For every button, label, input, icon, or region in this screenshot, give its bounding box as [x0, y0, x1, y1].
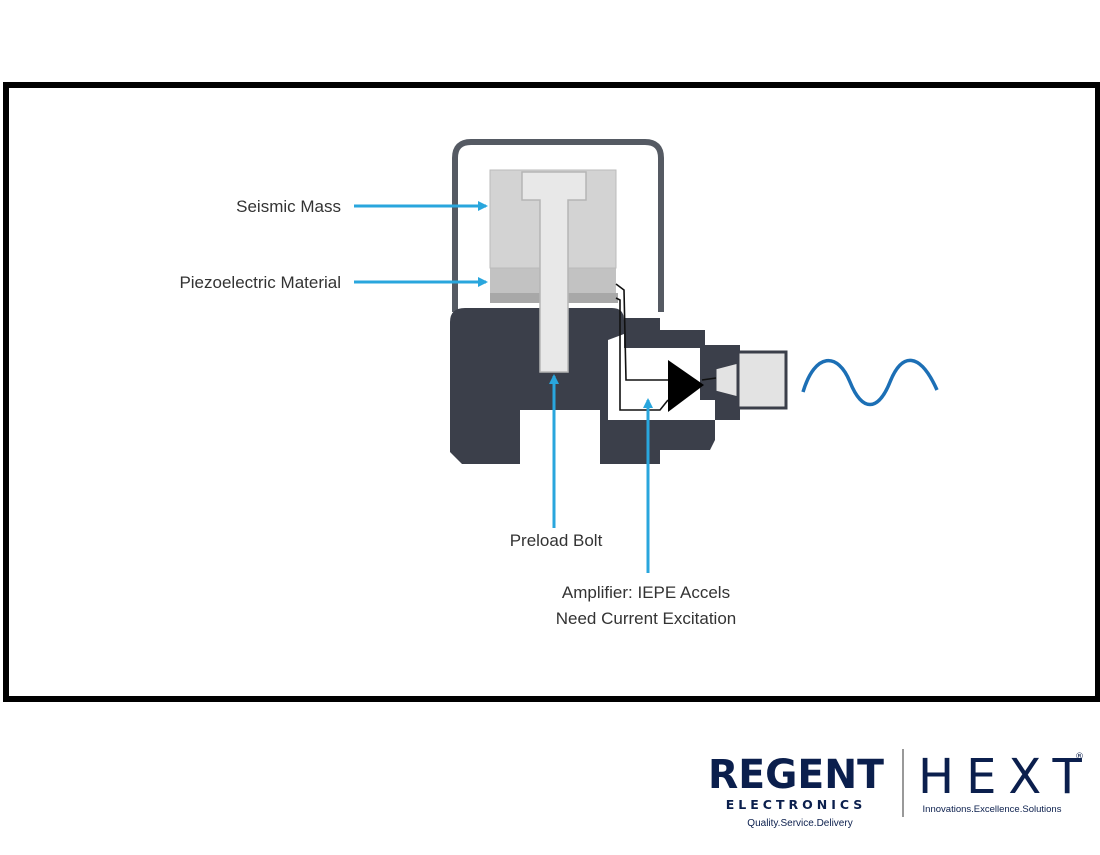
label-amplifier-line1: Amplifier: IEPE Accels [562, 583, 730, 602]
logo-tagline-left: Quality.Service.Delivery [747, 818, 852, 829]
preload-bolt [521, 171, 587, 373]
output-sine-wave [801, 358, 939, 406]
label-seismic-mass: Seismic Mass [236, 197, 341, 216]
housing-outline [452, 139, 664, 312]
label-preload-bolt: Preload Bolt [510, 531, 603, 550]
logo-electronics: ELECTRONICS [726, 797, 867, 812]
signal-wire-top [615, 283, 668, 381]
accelerometer-diagram: Seismic Mass Piezoelectric Material Prel… [179, 139, 939, 628]
logo-registered: ® [1075, 752, 1084, 762]
company-logo: REGENT ELECTRONICS Quality.Service.Deliv… [708, 749, 1090, 829]
logo-hext: HEXT [918, 749, 1090, 805]
logo-tagline-right: Innovations.Excellence.Solutions [923, 804, 1062, 815]
label-amplifier-line2: Need Current Excitation [556, 609, 736, 628]
connector-nut [736, 350, 788, 410]
logo-regent: REGENT [708, 752, 885, 798]
label-piezo: Piezoelectric Material [179, 273, 341, 292]
signal-wire-bottom [615, 297, 669, 411]
amplifier-triangle [668, 360, 704, 412]
